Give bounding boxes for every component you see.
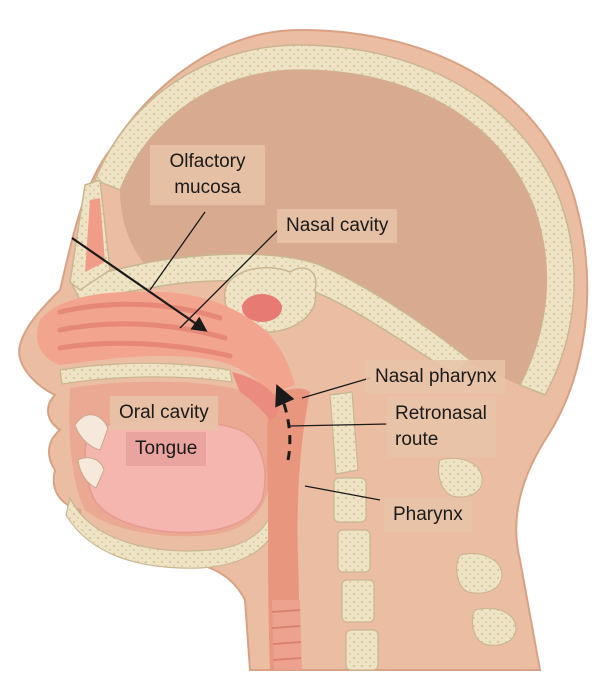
label-tongue-text: Tongue	[135, 438, 198, 459]
label-nasal-pharynx: Nasal pharynx	[366, 360, 506, 394]
label-olfactory-mucosa-line1: Olfactory	[169, 151, 246, 172]
leader-olfactory-mucosa	[149, 211, 206, 291]
leader-nasal-pharynx	[301, 377, 371, 399]
orthonasal-arrow	[71, 237, 208, 332]
pharynx-airway	[267, 388, 310, 670]
label-nasal-cavity-text: Nasal cavity	[286, 215, 389, 236]
label-pharynx: Pharynx	[384, 498, 472, 532]
trachea	[272, 600, 302, 670]
trachea-rings	[271, 609, 302, 661]
nasal-turbinates	[57, 301, 233, 359]
label-oral-cavity-text: Oral cavity	[119, 402, 209, 423]
frontal-sinus	[85, 198, 105, 272]
soft-palate	[232, 372, 280, 420]
label-retronasal-route: Retronasal route	[386, 397, 496, 457]
label-nasal-pharynx-text: Nasal pharynx	[375, 366, 497, 387]
label-oral-cavity: Oral cavity	[110, 396, 218, 430]
label-retronasal-route-line2: route	[395, 429, 439, 450]
leader-retronasal-route	[289, 423, 389, 427]
label-pharynx-text: Pharynx	[393, 504, 463, 525]
label-nasal-cavity: Nasal cavity	[277, 209, 398, 243]
sphenoid-sinus	[242, 294, 282, 322]
label-olfactory-mucosa: Olfactory mucosa	[150, 145, 265, 205]
lower-teeth	[77, 457, 105, 489]
leader-pharynx	[304, 485, 381, 501]
label-olfactory-mucosa-line2: mucosa	[174, 177, 241, 198]
retronasal-arrow	[275, 384, 295, 461]
label-retronasal-route-line1: Retronasal	[395, 403, 487, 424]
upper-teeth	[74, 414, 109, 451]
hard-palate	[59, 362, 233, 385]
cervical-spine	[329, 391, 517, 671]
label-tongue: Tongue	[126, 432, 207, 466]
leader-nasal-cavity	[179, 229, 279, 329]
